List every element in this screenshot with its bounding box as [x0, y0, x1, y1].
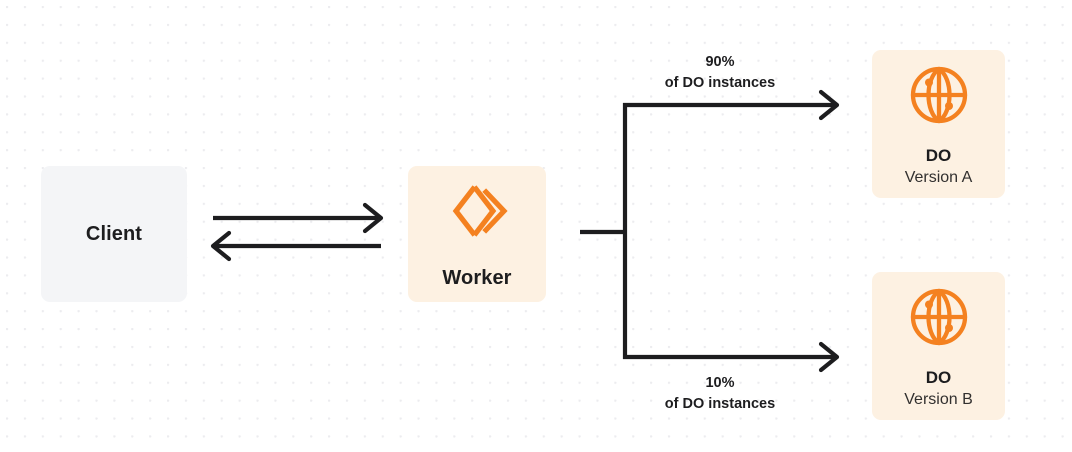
durable-object-globe-icon [908, 286, 970, 353]
edge-label-do-a-caption: of DO instances [664, 74, 776, 91]
edge-client-to-worker [213, 202, 384, 234]
edge-worker-to-do-a [623, 89, 840, 121]
edge-worker-to-do-b [623, 341, 840, 373]
node-client-label: Client [85, 222, 143, 245]
node-worker[interactable]: Worker [408, 166, 546, 302]
edge-worker-to-client [210, 230, 381, 262]
node-do-version-b[interactable]: DO Version B [872, 272, 1005, 420]
node-client[interactable]: Client [41, 166, 187, 302]
node-do-b-label: DO [925, 367, 952, 387]
node-worker-label: Worker [442, 267, 512, 289]
node-do-a-label: DO [925, 145, 952, 165]
edge-label-do-b-percent: 10% [705, 375, 735, 391]
node-do-a-sublabel: Version A [904, 168, 973, 186]
edge-label-do-b-caption: of DO instances [664, 395, 776, 412]
node-do-version-a[interactable]: DO Version A [872, 50, 1005, 198]
durable-object-globe-icon [908, 64, 970, 131]
edge-label-do-b: 10% of DO instances [624, 373, 816, 414]
edge-label-do-a: 90% of DO instances [624, 52, 816, 93]
workers-chevron-icon [446, 180, 508, 247]
node-do-b-sublabel: Version B [904, 390, 973, 408]
edge-label-do-a-percent: 90% [705, 54, 735, 70]
